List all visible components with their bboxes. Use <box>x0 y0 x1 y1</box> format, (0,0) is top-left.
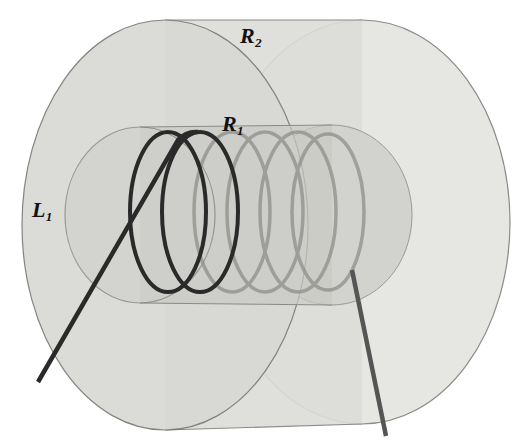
lead-wire <box>352 270 386 436</box>
coil-loops <box>194 132 364 292</box>
length-label: L₁ <box>32 198 53 222</box>
edge-line <box>165 19 362 20</box>
lead-wire <box>38 132 198 382</box>
coil-front-loops <box>130 132 238 292</box>
radius-label: R₁ <box>222 112 244 136</box>
radius-label: R₂ <box>240 24 262 48</box>
bore-line <box>140 303 332 305</box>
